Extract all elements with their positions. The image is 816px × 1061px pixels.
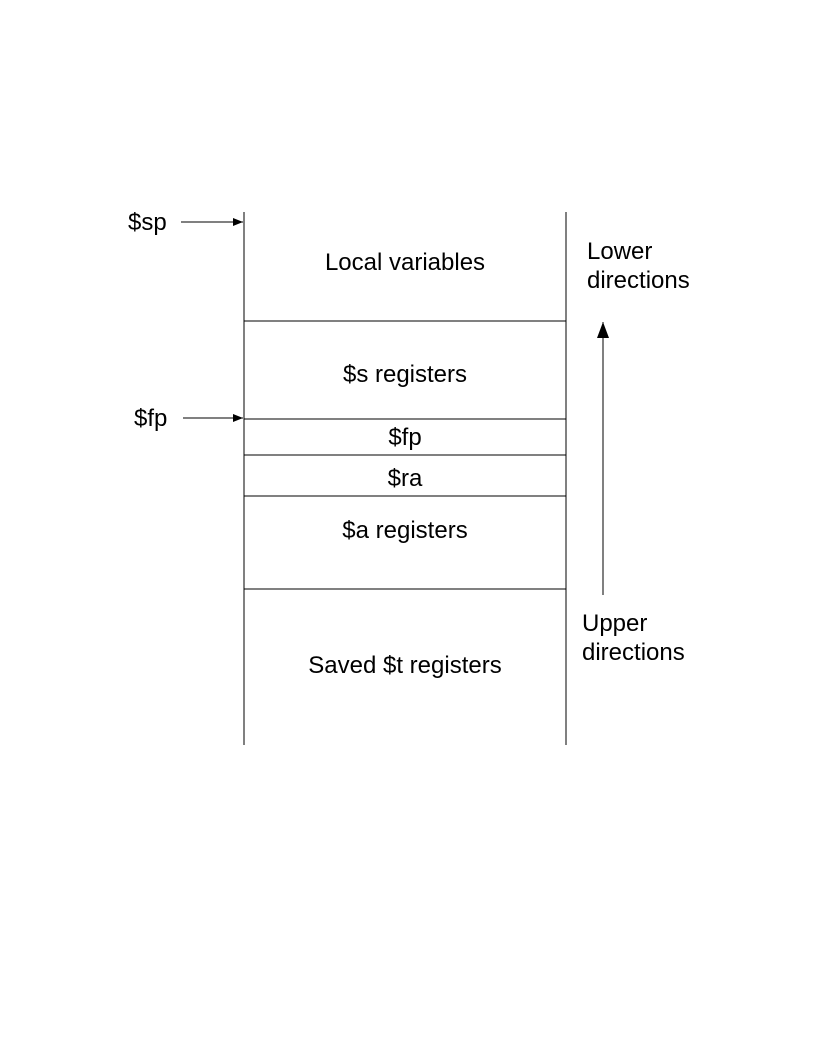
segment-fp: $fp [388, 424, 422, 451]
sp-label: $sp [128, 209, 167, 236]
upper-direction-line1: Upper [582, 610, 648, 637]
segment-local-variables: Local variables [324, 249, 486, 276]
segment-s-registers: $s registers [342, 361, 468, 388]
segment-a-registers: $a registers [342, 517, 468, 544]
segment-saved-t-registers: Saved $t registers [308, 652, 502, 679]
segment-ra: $ra [387, 465, 423, 492]
lower-direction-line2: directions [587, 267, 690, 294]
fp-label: $fp [134, 405, 168, 432]
lower-direction-line1: Lower [587, 238, 653, 265]
upper-direction-line2: directions [582, 639, 685, 666]
